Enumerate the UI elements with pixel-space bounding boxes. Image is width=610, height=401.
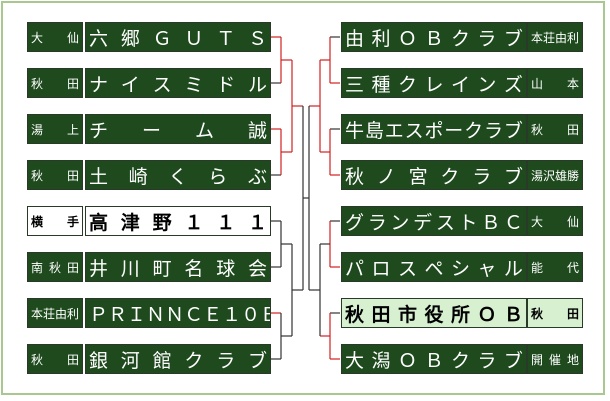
left-team-region: 秋 田 — [27, 344, 83, 374]
right-team-region: 湯沢雄勝 — [527, 160, 583, 190]
right-team-region: 能 代 — [527, 252, 583, 282]
left-team-region: 秋 田 — [27, 68, 83, 98]
right-team-name: 秋ノ宮クラブ — [341, 160, 527, 190]
right-team-region: 大 仙 — [527, 206, 583, 236]
left-team-region: 秋 田 — [27, 160, 83, 190]
right-team-name: 牛島エスポークラブ — [341, 114, 527, 144]
left-team-region: 横 手 — [27, 206, 83, 236]
left-team-name: 銀河館クラブ — [85, 344, 271, 374]
right-team-region: 本荘由利 — [527, 22, 583, 52]
left-team-region: 本荘由利 — [27, 298, 83, 328]
left-team-region: 大 仙 — [27, 22, 83, 52]
bracket-frame — [1, 1, 605, 395]
left-team-name: ナイスミドル — [85, 68, 271, 98]
left-team-name: ＰＲＩＮＮＣＥ１０Ｂ — [85, 298, 271, 328]
left-team-name: 土崎くらぶ — [85, 160, 271, 190]
left-team-name: 井川町名球会 — [85, 252, 271, 282]
left-team-region: 湯 上 — [27, 114, 83, 144]
right-team-region: 秋 田 — [527, 298, 583, 328]
right-team-name: 三種クレインズ — [341, 68, 527, 98]
right-team-region: 開催地 — [527, 344, 583, 374]
right-team-name: パロスペシャル — [341, 252, 527, 282]
left-team-name: チーム誠 — [85, 114, 271, 144]
right-team-region: 山 本 — [527, 68, 583, 98]
left-team-region: 南秋田 — [27, 252, 83, 282]
right-team-region: 秋 田 — [527, 114, 583, 144]
